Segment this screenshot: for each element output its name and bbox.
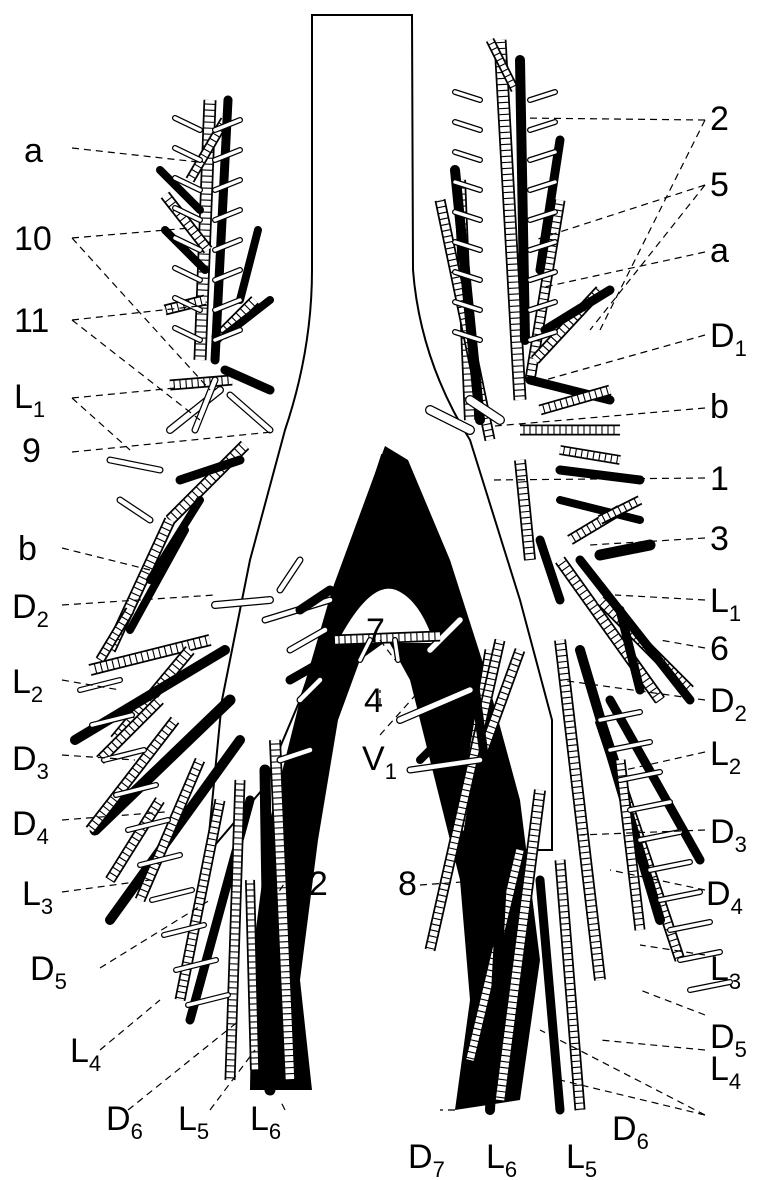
label-left-d5: D5 [30, 950, 67, 994]
label-right-2: 2 [710, 100, 729, 138]
label-right-d4: D4 [706, 875, 743, 919]
small-branch [175, 268, 200, 280]
small-branch [175, 118, 200, 130]
small-branch [455, 152, 480, 160]
small-branch [650, 862, 690, 870]
label-left-9: 9 [22, 432, 41, 470]
small-branch [610, 742, 650, 750]
leader-line [100, 1000, 160, 1050]
leader-line [660, 640, 705, 648]
small-branch [455, 92, 480, 100]
label-right-1: 1 [710, 460, 729, 498]
label-center-v1: V1 [362, 740, 397, 784]
label-left-l4: L4 [70, 1032, 101, 1076]
label-left-a: a [24, 132, 43, 170]
small-branch [530, 152, 555, 160]
label-left-l6: L6 [250, 1100, 281, 1144]
bronchus-branch [520, 426, 620, 435]
label-right-6: 6 [710, 630, 729, 668]
bronchus-branch [560, 447, 620, 464]
label-left-12: 12 [290, 865, 328, 903]
artery-branch [540, 880, 560, 1110]
label-center-8: 8 [398, 865, 417, 903]
leader-line [540, 252, 705, 288]
artery-branch [545, 290, 610, 330]
leader-line [72, 238, 210, 390]
artery-branch [265, 770, 270, 1090]
bronchus-branch [246, 880, 259, 1070]
leader-line [640, 990, 705, 1015]
label-left-11: 11 [14, 302, 49, 340]
small-branch [600, 712, 640, 720]
artery-branch [520, 60, 525, 340]
leader-line [540, 1030, 705, 1115]
leader-line [62, 548, 150, 570]
small-branch [455, 122, 480, 130]
small-branch [660, 892, 700, 900]
small-branch [120, 500, 150, 520]
label-right-l6: L6 [486, 1138, 517, 1180]
label-right-d3: D3 [710, 813, 747, 857]
small-branch [230, 395, 270, 430]
leader-line [615, 595, 705, 600]
label-right-3: 3 [710, 520, 729, 558]
label-right-l3: L3 [710, 950, 741, 994]
leader-line [495, 408, 705, 426]
small-branch [640, 832, 680, 840]
leader-line [590, 185, 705, 330]
small-branch [530, 302, 555, 310]
leader-line [520, 118, 705, 120]
label-right-d2: D2 [710, 682, 747, 726]
label-right-5: 5 [710, 166, 729, 204]
label-left-b: b [18, 530, 37, 568]
label-center-7: 7 [366, 612, 385, 650]
label-center-4: 4 [364, 682, 383, 720]
label-left-l2: L2 [12, 663, 43, 707]
bronchus-branch [515, 460, 535, 560]
label-right-l1: L1 [710, 582, 741, 626]
bronchus-branch [97, 610, 132, 662]
label-left-d2: D2 [12, 588, 49, 632]
label-right-l2: L2 [710, 735, 741, 779]
label-left-d4: D4 [12, 805, 49, 849]
leader-line [280, 1100, 285, 1110]
label-right-d1: D1 [710, 317, 747, 361]
label-right-d7: D7 [408, 1138, 445, 1180]
label-left-l5: L5 [178, 1100, 209, 1144]
leader-line [600, 120, 705, 330]
small-branch [530, 92, 555, 100]
small-branch [395, 640, 398, 660]
small-branch [110, 460, 160, 470]
artery-branch [600, 545, 650, 555]
label-right-d6: D6 [612, 1110, 649, 1154]
small-branch [152, 890, 192, 900]
leader-line [600, 1040, 705, 1050]
small-branch [670, 922, 710, 930]
small-branch [215, 600, 270, 605]
label-left-l3: L3 [22, 875, 53, 919]
label-left-d6: D6 [106, 1100, 143, 1144]
artery-branch [540, 540, 560, 600]
label-right-a: a [710, 232, 729, 270]
small-branch [630, 802, 670, 810]
leader-line [72, 320, 200, 420]
leader-line [545, 335, 705, 380]
label-left-d3: D3 [12, 740, 49, 784]
bronchus-branch [88, 720, 176, 830]
leader-line [72, 398, 130, 450]
leader-line [72, 388, 175, 398]
label-right-b: b [710, 388, 729, 426]
small-branch [530, 122, 555, 130]
small-branch [175, 148, 200, 160]
label-left-10: 10 [14, 220, 52, 258]
leader-line [128, 1020, 240, 1110]
label-right-l5: L5 [566, 1138, 597, 1180]
label-left-l1: L1 [14, 378, 45, 422]
